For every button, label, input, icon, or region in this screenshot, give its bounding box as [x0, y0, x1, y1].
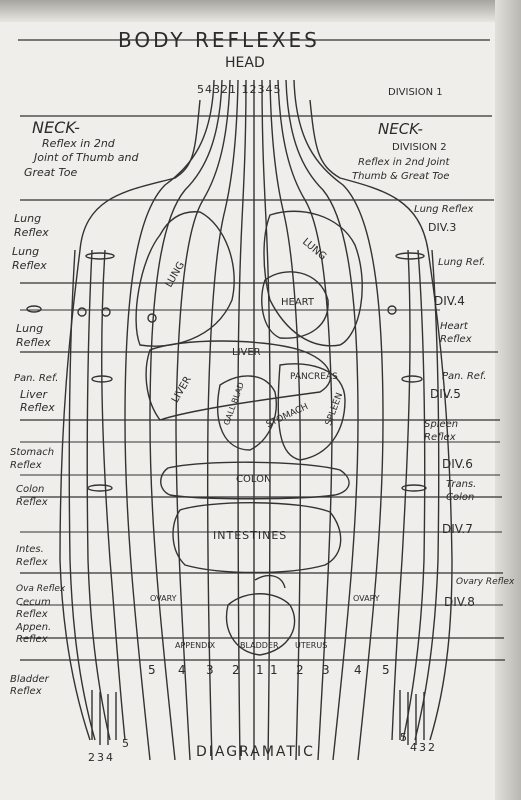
left-pan-ref: Pan. Ref.: [14, 373, 59, 384]
right-lung-reflex: Lung Reflex: [414, 204, 474, 215]
organ-label-ovary-right: OVARY: [353, 594, 380, 603]
liver-shape: [145, 340, 332, 421]
right-lung-ref: Lung Ref.: [438, 257, 486, 268]
left-neck-text-1: Reflex in 2nd: [42, 137, 115, 150]
zone-number: 5: [148, 663, 156, 677]
left-lung-reflex-2: Lung Reflex: [12, 245, 47, 272]
right-div3: DIV.3: [428, 221, 457, 234]
right-ovary-reflex: Ovary Reflex: [456, 577, 515, 587]
right-div7: DIV.7: [442, 522, 473, 536]
page-gutter: [495, 0, 521, 800]
gall-bladder-shape: [216, 375, 277, 451]
left-colon-reflex: Colon Reflex: [16, 484, 48, 508]
stomach-shape: [277, 363, 346, 461]
left-bladder-reflex: Bladder Reflex: [10, 674, 49, 697]
organ-label-uterus: UTERUS: [295, 641, 328, 650]
right-spleen-reflex: Spleen Reflex: [424, 419, 459, 443]
right-division-2: DIVISION 2: [392, 142, 447, 153]
right-div6: DIV.6: [442, 457, 473, 471]
right-lung-shape: [263, 210, 363, 347]
left-liver-reflex: Liver Reflex: [20, 388, 55, 414]
left-stomach-reflex: Stomach Reflex: [10, 447, 55, 471]
zone-number: 4: [354, 663, 362, 677]
zone-number: 2: [232, 663, 240, 677]
organ-label-ovary-left: OVARY: [150, 594, 177, 603]
zone-number: 3: [322, 663, 330, 677]
zone-number: 4: [178, 663, 186, 677]
right-div8: DIV.8: [444, 595, 475, 609]
right-div4: DIV.4: [434, 294, 465, 308]
organ-label-heart: HEART: [281, 297, 315, 308]
uterus-shape: [254, 574, 286, 589]
organ-label-appendix: APPENDIX: [175, 641, 216, 650]
left-appen-reflex: Appen. Reflex: [16, 622, 52, 645]
left-intes-reflex: Intes. Reflex: [16, 544, 48, 568]
zone-number: 1: [256, 663, 264, 677]
organ-label-pancreas: PANCREAS: [290, 372, 338, 382]
top-zone-numbers: 54321 12345: [197, 83, 282, 96]
page-shadow: [0, 0, 521, 22]
diagram-footer: DIAGRAMATIC: [196, 744, 315, 760]
organ-label-colon: COLON: [236, 474, 272, 485]
right-finger-numbers: 432: [410, 741, 437, 754]
zone-number: 5: [382, 663, 390, 677]
body-outline: [59, 79, 453, 761]
left-neck-title: NECK-: [32, 118, 80, 137]
colon-shape: [160, 461, 350, 500]
right-neck-title: NECK-: [378, 120, 423, 138]
heart-shape: [261, 271, 329, 339]
right-pan-ref: Pan. Ref.: [442, 371, 487, 382]
left-lung-reflex-1: Lung Reflex: [14, 212, 49, 239]
left-ova-reflex: Ova Reflex: [16, 584, 66, 594]
right-heart-reflex: Heart Reflex: [440, 321, 472, 345]
right-div5: DIV.5: [430, 387, 461, 401]
zone-number: 1: [270, 663, 278, 677]
left-neck-text-2: Joint of Thumb and: [34, 151, 139, 164]
right-trans-colon: Trans. Colon: [446, 479, 477, 503]
right-finger-number-5: 5: [400, 731, 407, 744]
left-lung-shape: [135, 211, 235, 347]
zone-number: 3: [206, 663, 214, 677]
intestines-shape: [172, 502, 342, 574]
left-neck-text-3: Great Toe: [24, 166, 78, 179]
organ-label-liver: LIVER: [232, 347, 261, 358]
left-cecum-reflex: Cecum Reflex: [16, 597, 51, 620]
zone-number: 2: [296, 663, 304, 677]
right-neck-text-1: Reflex in 2nd Joint: [358, 157, 450, 168]
organ-label-intestines: INTESTINES: [213, 529, 288, 542]
right-neck-text-2: Thumb & Great Toe: [352, 171, 450, 182]
left-lung-reflex-3: Lung Reflex: [16, 322, 51, 349]
organ-label-bladder: BLADDER: [240, 641, 279, 650]
right-division-1: DIVISION 1: [388, 87, 443, 98]
left-finger-number-5: 5: [122, 737, 129, 750]
left-finger-numbers: 234: [88, 751, 115, 764]
head-label: HEAD: [225, 55, 265, 71]
diagram-title: BODY REFLEXES: [118, 28, 320, 52]
bladder-shape: [225, 593, 296, 656]
